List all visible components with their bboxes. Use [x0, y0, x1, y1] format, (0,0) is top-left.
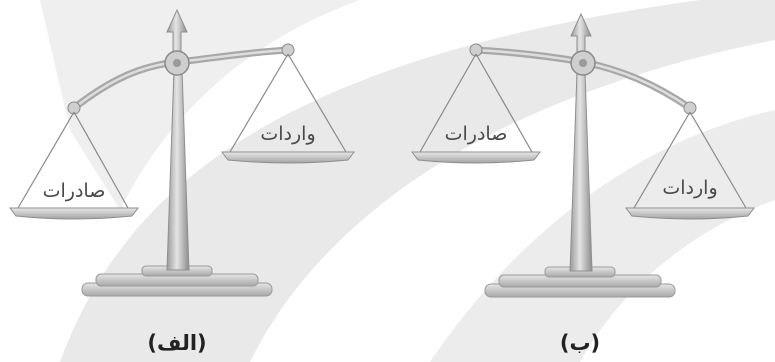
scale-be-pole: [570, 72, 592, 271]
scale-be-caption: (ب): [560, 331, 600, 355]
scale-alef-right-pan: [222, 152, 354, 163]
scale-alef-right-pan-label: واردات: [260, 123, 315, 145]
scale-alef-caption: (الف): [147, 331, 206, 355]
scale-alef-left-pan-label: صادرات: [43, 180, 106, 202]
scale-alef-left-pan: [10, 208, 138, 219]
scale-be-right-pan: [626, 208, 754, 219]
scale-be-left-pan-label: صادرات: [445, 123, 508, 145]
scale-be-left-pan: [412, 152, 540, 163]
scale-be-right-pan-label: واردات: [662, 177, 717, 199]
